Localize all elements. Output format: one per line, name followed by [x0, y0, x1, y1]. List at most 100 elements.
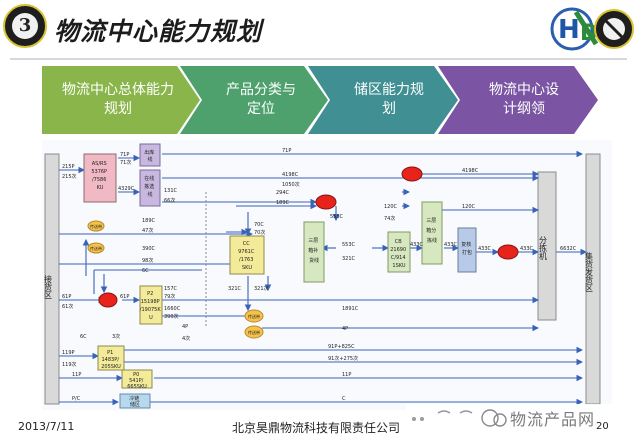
p2-box — [139, 285, 163, 325]
svg-text:三层 箱补 货线: 三层 箱补 货线 — [308, 238, 320, 264]
footer-company: 北京昊鼎物流科技有限责任公司 — [232, 421, 401, 435]
p2-text-0: P2 — [147, 291, 153, 297]
label-553c-a: 553C — [330, 214, 344, 220]
warehouse-out-box — [139, 143, 161, 167]
merge-node-2 — [401, 166, 423, 182]
sort-text-1: 箱分 — [426, 227, 436, 234]
recheck-text-0: 复核 — [461, 241, 471, 248]
cc-text-2: /1763 — [239, 257, 253, 263]
conveyor-label-1: 传送带 — [90, 223, 102, 229]
cb-text-1: 21690 — [390, 247, 406, 253]
as-rs-text-1: 5376P — [91, 169, 107, 175]
label-in-215c: 215次 — [62, 173, 77, 180]
page-title: 物流中心能力规划 — [54, 17, 263, 46]
badge-inner: 3 — [12, 13, 38, 39]
sort-text-2: 拣线 — [427, 237, 437, 244]
online-pick-text-1: 拣选 — [144, 183, 154, 190]
recheck-pack-box — [457, 227, 477, 273]
svg-text:在线 拣选 线: 在线 拣选 线 — [144, 175, 156, 198]
company-logo: H D — [550, 7, 634, 51]
cold-chain-text-0: 冷链 — [129, 395, 139, 402]
process-steps — [42, 66, 598, 134]
step-3-chevron — [308, 66, 458, 134]
watermark: 物流产品网 — [406, 404, 637, 430]
replenish-text-0: 三层 — [308, 238, 318, 244]
cold-chain-box — [119, 393, 151, 409]
label-pc: P/C — [72, 396, 81, 402]
label-321c-c: 321次 — [254, 285, 269, 292]
as-rs-text-3: KU — [97, 185, 104, 191]
p2-text-3: U — [149, 315, 153, 321]
label-1660c: 1660C — [164, 306, 181, 312]
label-120c-b: 120C — [462, 204, 476, 210]
label-70ci: 70次 — [254, 229, 265, 236]
cb-text-3: 1SKU — [392, 263, 405, 269]
conveyor-oval-1 — [87, 220, 105, 232]
label-4198c-b: 4198C — [462, 168, 479, 174]
cb-text-2: C/914 — [391, 255, 406, 261]
p2-text-2: /19075K — [140, 307, 162, 313]
svg-text:三层 箱分 拣线: 三层 箱分 拣线 — [426, 218, 438, 244]
p2-text-1: 15198P — [141, 299, 160, 305]
third-floor-replenish-box — [303, 221, 325, 283]
step-3-label: 储区能力规划 — [354, 82, 424, 117]
step-4-label: 物流中心设计纲领 — [489, 82, 559, 117]
header-divider — [10, 58, 627, 60]
label-6c-a: 6C — [142, 268, 149, 274]
p0-box — [121, 369, 153, 389]
replenish-text-2: 货线 — [309, 257, 319, 264]
label-70c: 70C — [254, 222, 264, 228]
conveyor-oval-4 — [244, 325, 264, 339]
online-pick-text-0: 在线 — [144, 175, 154, 182]
cold-chain-text-1: 储区 — [130, 401, 140, 408]
online-pick-box — [139, 169, 161, 207]
label-433c-b: 433C — [444, 242, 458, 248]
label-11p-a: 11P — [72, 372, 81, 378]
label-4c: 4次 — [182, 335, 190, 342]
label-4329c: 4329C — [118, 186, 135, 192]
cc-text-0: CC — [243, 241, 250, 247]
p1-text-2: 205SKU — [101, 364, 121, 370]
as-rs-box — [83, 153, 117, 203]
sorter-box — [537, 171, 557, 321]
label-61p-a: 61P — [62, 294, 71, 300]
conveyor-oval-2 — [87, 242, 105, 254]
sorter-label: 分拣机 — [539, 236, 548, 261]
label-98c: 98次 — [142, 257, 153, 264]
conveyor-oval-3 — [244, 309, 264, 323]
svg-text:出库 线: 出库 线 — [144, 149, 156, 163]
label-390c: 390C — [142, 246, 156, 252]
label-189c-a: 189C — [276, 200, 290, 206]
shipping-area-label: 集货发货区 — [585, 251, 594, 292]
label-1891c: 1891C — [342, 306, 359, 312]
label-4p-a: 4P — [182, 324, 188, 330]
watermark-text: 物流产品网 — [510, 410, 596, 429]
svg-text:冷链 储区: 冷链 储区 — [129, 395, 141, 408]
step-2-label: 产品分类与定位 — [226, 82, 296, 117]
watermark-dots-icon — [412, 409, 507, 427]
label-294c: 294C — [276, 190, 290, 196]
flow-diagram: 接货区 集货发货区 分拣机 — [42, 140, 612, 410]
conveyor-label-3: 传送带 — [248, 313, 260, 319]
step-4-chevron — [438, 66, 598, 134]
label-6c-b: 6C — [80, 334, 87, 340]
receiving-area-label: 接货区 — [44, 274, 53, 299]
merge-node-4 — [98, 292, 118, 308]
svg-text:P1 1483P/ 205SKU: P1 1483P/ 205SKU — [101, 350, 121, 370]
cb-box — [387, 231, 411, 273]
label-71c: 71次 — [120, 159, 131, 166]
badge-number: 3 — [18, 15, 32, 36]
merge-node-1 — [315, 194, 337, 210]
label-11p-b: 11P — [342, 372, 351, 378]
step-2-chevron — [180, 66, 328, 134]
as-rs-text-2: /7586 — [92, 177, 106, 183]
svg-text:P0 541P/ 665SKU: P0 541P/ 665SKU — [127, 372, 147, 390]
svg-text:AS/RS 5376P /7586: AS/RS 5376P /7586 KU — [91, 161, 108, 191]
label-553c-b: 553C — [342, 242, 356, 248]
label-91c-275c: 91次+275次 — [328, 355, 358, 362]
label-6632c: 6632C — [560, 246, 577, 252]
merge-node-3 — [497, 244, 519, 260]
p1-text-1: 1483P/ — [101, 357, 119, 363]
sort-text-0: 三层 — [426, 218, 436, 224]
label-390c-b: 390次 — [164, 313, 179, 320]
